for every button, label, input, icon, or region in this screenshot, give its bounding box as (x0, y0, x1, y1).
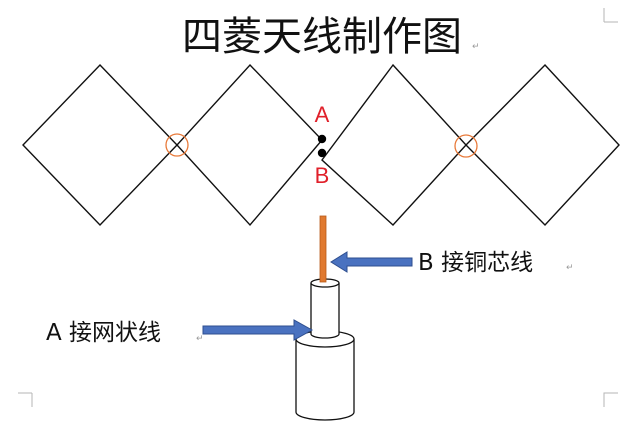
page-title: 四菱天线制作图 (182, 14, 462, 60)
point-a-label: A (315, 102, 330, 127)
junction-circle-right (454, 134, 478, 158)
point-b-label: B (315, 163, 330, 188)
junction-circle-left (165, 133, 189, 157)
arrow-to-shield (202, 319, 314, 341)
arrow-to-core (330, 251, 413, 273)
callout-a-text: A 接网状线 (46, 320, 161, 346)
diamond-loops (22, 63, 620, 227)
callout-arrows (202, 251, 413, 341)
cable-jacket (295, 339, 355, 421)
coaxial-cable (295, 215, 355, 421)
copper-core (319, 215, 327, 283)
feed-point-a (317, 134, 327, 144)
page-corner-marks (18, 8, 618, 407)
diamond-loop-3 (321, 63, 467, 226)
cable-insulator (310, 283, 340, 339)
diamond-loop-4 (465, 63, 620, 227)
corner-mark-bottom-left (18, 392, 33, 407)
corner-mark-bottom-right (603, 392, 618, 407)
callout-a-paragraph-mark: ↵ (196, 334, 204, 344)
callout-b-text: B 接铜芯线 (418, 250, 533, 276)
feed-point-b (317, 148, 327, 158)
corner-mark-top-right (603, 8, 618, 23)
title-paragraph-mark: ↵ (472, 42, 480, 52)
diamond-loop-1 (22, 63, 178, 227)
diamond-loop-2 (176, 63, 323, 227)
callout-b-paragraph-mark: ↵ (566, 263, 574, 273)
